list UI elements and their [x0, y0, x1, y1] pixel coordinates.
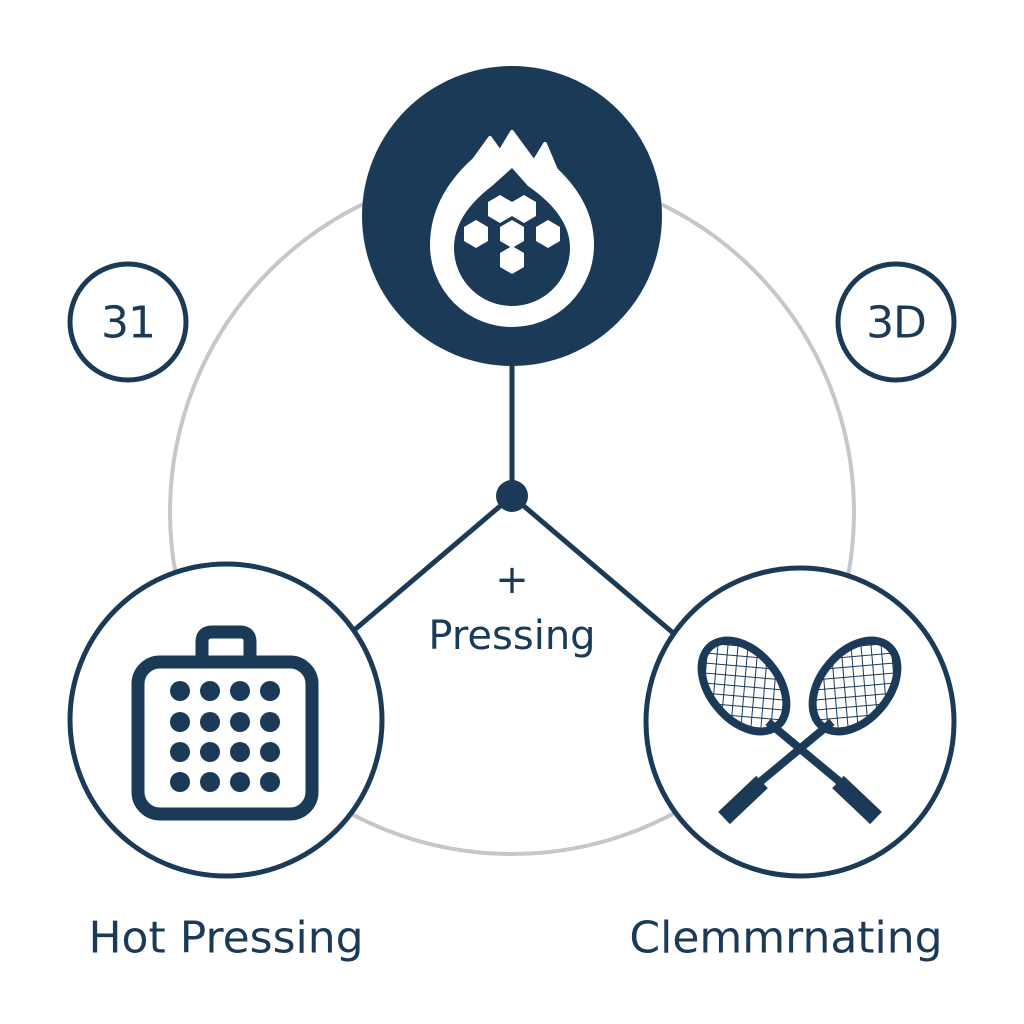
badge-31-text: 31 — [101, 297, 156, 349]
badge-3d-text: 3D — [866, 297, 927, 349]
perforated-plate-icon — [131, 625, 319, 821]
top-node — [362, 66, 662, 366]
crossed-rackets-icon — [697, 636, 902, 825]
connector-lines — [349, 359, 675, 635]
badge-3d-circle — [835, 261, 957, 383]
badge-31-circle — [67, 261, 189, 383]
hub-dot — [496, 480, 528, 512]
right-node — [643, 565, 957, 879]
flame-droplet-hexagon-icon — [430, 130, 594, 327]
right-node-label: Clemmrnating — [629, 912, 943, 964]
left-node-label: Hot Pressing — [88, 912, 364, 964]
center-label: Pressing — [428, 613, 596, 659]
left-node — [67, 561, 385, 879]
plus-symbol: + — [495, 557, 529, 603]
